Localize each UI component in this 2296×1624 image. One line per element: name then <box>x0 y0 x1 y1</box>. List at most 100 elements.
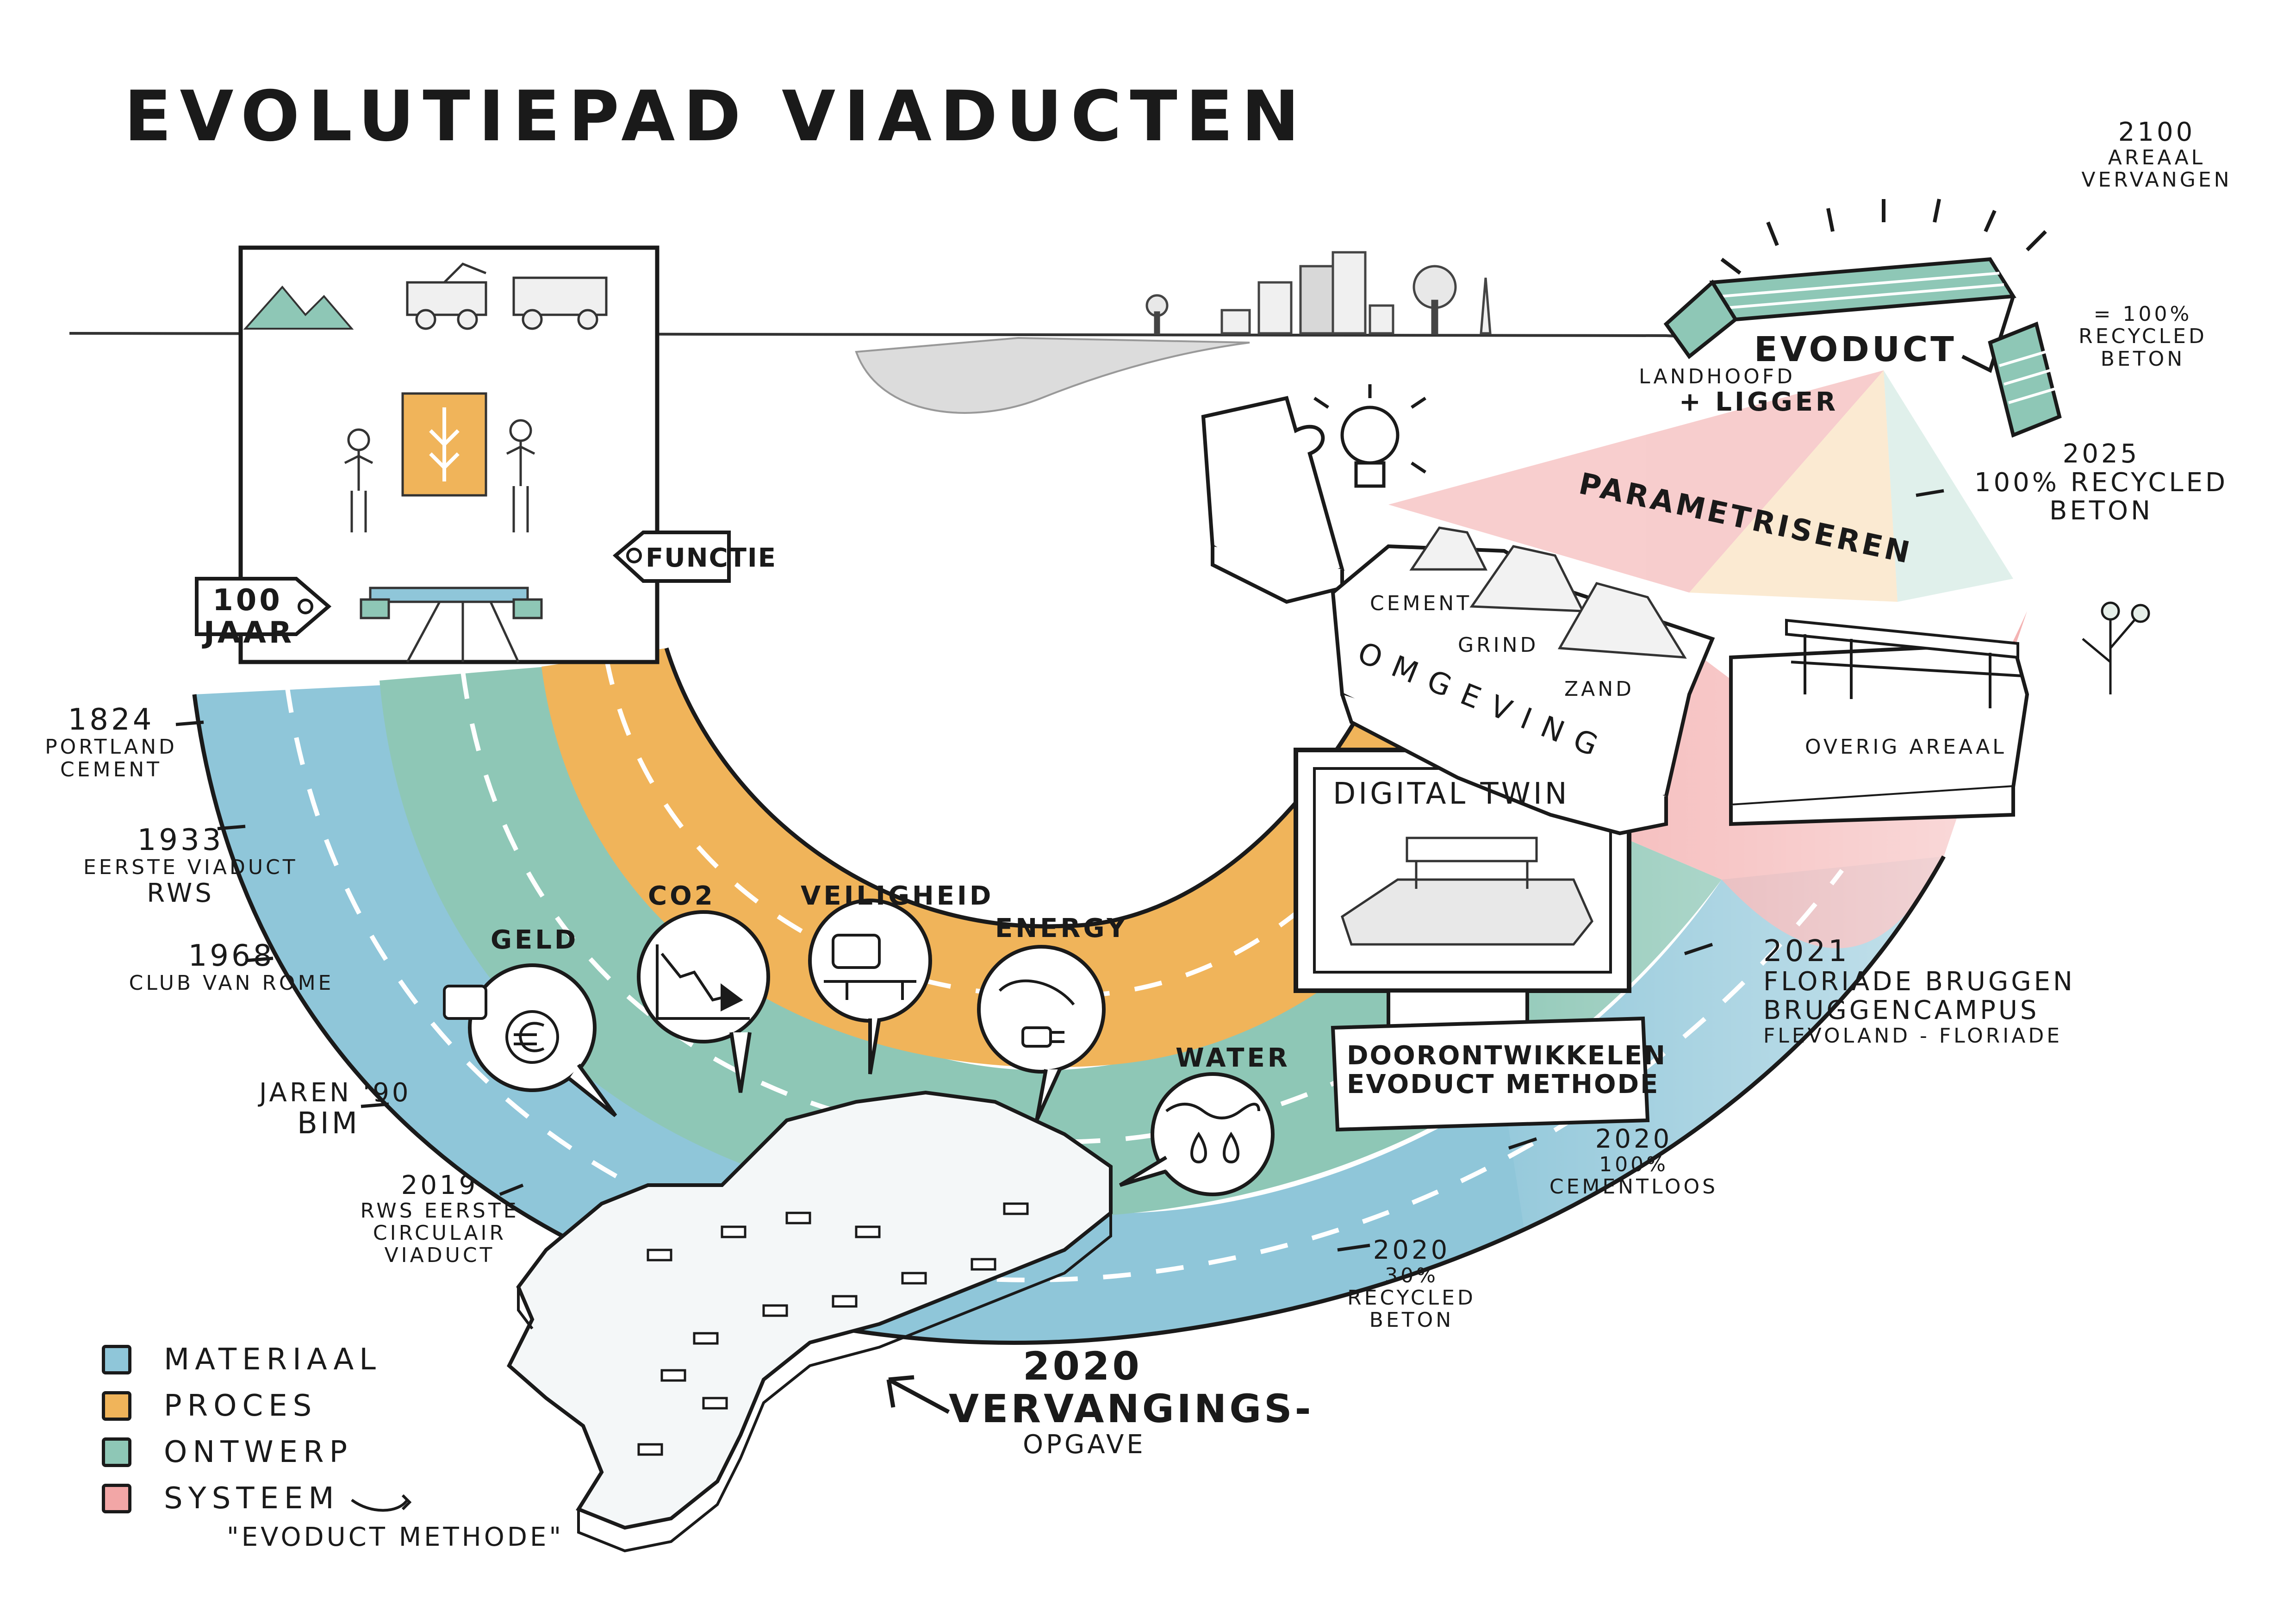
timeline-text: CLUB VAN ROME <box>129 971 334 995</box>
netherlands-map <box>507 1090 1113 1553</box>
euro-icon <box>505 1010 559 1064</box>
arrow-to-map <box>886 1375 950 1414</box>
replacement-task: 2020 VERVANGINGS- OPGAVE <box>949 1345 1314 1459</box>
theme-geld: GELD <box>491 925 579 955</box>
caption-line: EVODUCT METHODE <box>1347 1069 1660 1099</box>
theme-bubbles <box>468 899 1275 1196</box>
timeline-text: CIRCULAIR <box>373 1221 507 1245</box>
timeline-2025: 2025 100% RECYCLED BETON <box>1967 440 2235 525</box>
timeline-text: VIADUCT <box>384 1243 495 1268</box>
theme-energy: ENERGY <box>995 913 1128 943</box>
legend-item-ontwerp: ONTWERP <box>102 1435 353 1469</box>
digital-twin-title: DIGITAL TWIN <box>1333 777 1570 811</box>
legend-label: PROCES <box>164 1389 317 1423</box>
replacement-year: 2020 <box>1023 1343 1142 1389</box>
timeline-1968: 1968 CLUB VAN ROME <box>120 940 342 995</box>
person-icon <box>344 428 373 532</box>
timeline-year: 2025 <box>2062 439 2140 469</box>
timeline-2021: 2021 FLORIADE BRUGGEN BRUGGENCAMPUS FLEV… <box>1763 935 2075 1047</box>
timeline-text: BRUGGENCAMPUS <box>1763 995 2040 1025</box>
legend-note: "EVODUCT METHODE" <box>227 1522 564 1552</box>
landhoofd-line: + LIGGER <box>1679 387 1839 418</box>
functie-tag-shape <box>612 531 731 583</box>
overig-bridge <box>1785 618 2023 708</box>
evoduct-label: EVODUCT <box>1754 330 1957 369</box>
timeline-text: FLEVOLAND - FLORIADE <box>1763 1024 2063 1048</box>
functie-tag-label: FUNCTIE <box>646 543 777 573</box>
timeline-text: RWS EERSTE <box>360 1199 519 1223</box>
legend-label: MATERIAAL <box>164 1343 381 1377</box>
timeline-text: PORTLAND <box>45 735 177 759</box>
timeline-2020-cementloos: 2020 100% CEMENTLOOS <box>1541 1125 1726 1198</box>
legend-item-systeem: SYSTEEM <box>102 1481 340 1516</box>
recycled-line: BETON <box>2100 347 2185 371</box>
legend-item-proces: PROCES <box>102 1389 317 1423</box>
timeline-text: BETON <box>1369 1308 1454 1332</box>
person-icon <box>506 419 535 532</box>
legend-label: ONTWERP <box>164 1435 353 1469</box>
timeline-year: 1933 <box>137 823 224 857</box>
timeline-text: 100% <box>1599 1152 1668 1176</box>
timeline-year: 1824 <box>68 703 155 737</box>
plant-icon <box>2082 601 2150 694</box>
timeline-year: 2100 <box>2118 117 2196 147</box>
timeline-year: 2021 <box>1763 934 1850 968</box>
timeline-text: RECYCLED <box>1347 1286 1476 1310</box>
timeline-year: JAREN '90 <box>259 1078 411 1108</box>
landhoofd-line: LANDHOOFD <box>1639 365 1795 388</box>
timeline-year: 1968 <box>188 939 275 973</box>
legend-swatch <box>102 1484 131 1513</box>
replacement-line: VERVANGINGS- <box>949 1386 1314 1432</box>
grind-label: GRIND <box>1458 633 1539 657</box>
legend-item-materiaal: MATERIAAL <box>102 1343 381 1377</box>
timeline-year: 2020 <box>1373 1235 1450 1265</box>
timeline-2100: 2100 AREAAL VERVANGEN <box>2060 118 2254 191</box>
timeline-ticks <box>175 489 1944 1252</box>
legend-swatch <box>102 1345 131 1374</box>
theme-water: WATER <box>1176 1043 1290 1073</box>
legend-note-arrow <box>351 1494 412 1512</box>
legend-swatch <box>102 1391 131 1421</box>
cement-label: CEMENT <box>1370 592 1472 615</box>
car-crash-icon <box>824 934 916 1000</box>
city-skyline <box>1145 251 1492 335</box>
recycled-line: RECYCLED <box>2078 325 2207 349</box>
timeline-year: 2020 <box>1595 1124 1673 1154</box>
jaar-tag-shape <box>195 577 332 636</box>
timeline-text: RWS <box>147 878 214 908</box>
zand-label: ZAND <box>1564 677 1635 701</box>
lightbulb-icon <box>1313 384 1426 488</box>
theme-co2: CO2 <box>648 881 716 911</box>
landhoofd-label: LANDHOOFD + LIGGER <box>1587 365 1847 418</box>
timeline-text: CEMENT <box>60 757 162 781</box>
legend-swatch <box>102 1437 131 1467</box>
timeline-2020-recycled: 2020 30% RECYCLED BETON <box>1347 1236 1476 1332</box>
timeline-text: EERSTE VIADUCT <box>83 856 298 880</box>
co2-chart-icon <box>656 944 750 1020</box>
timeline-text: VERVANGEN <box>2081 168 2232 192</box>
timeline-text: BETON <box>2049 496 2153 526</box>
evoduct-bridge <box>1663 199 2062 438</box>
timeline-text: 30% <box>1385 1263 1438 1287</box>
light-rays <box>1388 370 2013 602</box>
timeline-jaren-90: JAREN '90 BIM <box>259 1078 411 1141</box>
water-drops-icon <box>1165 1103 1260 1164</box>
caption-line: DOORONTWIKKELEN <box>1347 1041 1667 1071</box>
timeline-text: CEMENTLOOS <box>1549 1174 1718 1199</box>
timeline-text: AREAAL <box>2108 145 2206 169</box>
jaar-tag-label: 100 JAAR <box>204 583 295 650</box>
money-card-icon <box>443 985 487 1020</box>
digital-twin-caption: DOORONTWIKKELEN EVODUCT METHODE <box>1347 1041 1667 1099</box>
timeline-text: BIM <box>297 1106 360 1141</box>
legend-label: SYSTEEM <box>164 1481 340 1516</box>
overig-areaal-label: OVERIG AREAAL <box>1805 735 2007 759</box>
river <box>855 337 1250 414</box>
timeline-1824: 1824 PORTLAND CEMENT <box>44 704 178 781</box>
page-title: EVOLUTIEPAD VIADUCTEN <box>124 76 1308 157</box>
theme-veiligheid: VEILIGHEID <box>801 881 994 911</box>
timeline-1933: 1933 EERSTE VIADUCT RWS <box>83 823 298 908</box>
timeline-text: FLORIADE BRUGGEN <box>1763 967 2075 997</box>
recycled-label: = 100% RECYCLED BETON <box>2055 303 2231 370</box>
plug-icon <box>998 979 1075 1048</box>
